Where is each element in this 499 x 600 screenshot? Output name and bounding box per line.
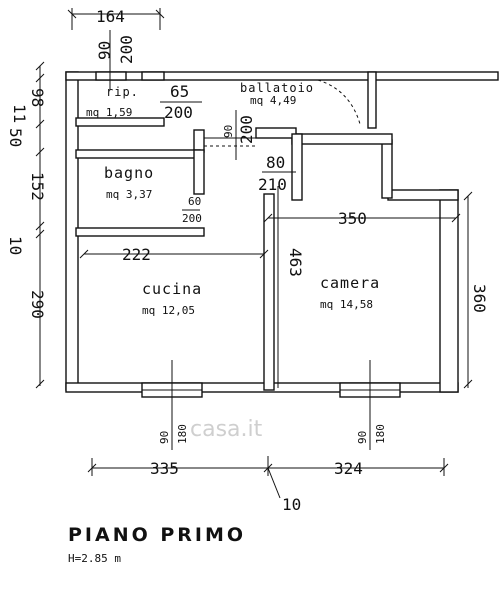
dim-ball-door-h: 200 <box>237 115 256 144</box>
wall-bagno-bottom <box>75 227 205 237</box>
dim-win1-w: 90 <box>158 431 171 444</box>
room-rip-area: mq 1,59 <box>86 106 132 119</box>
dim-top-width: 164 <box>96 7 125 26</box>
dim-rip-door-w: 90 <box>95 41 114 60</box>
room-camera-area: mq 14,58 <box>320 298 373 311</box>
dim-cucina-width: 222 <box>122 245 151 264</box>
room-camera-name: camera <box>320 274 380 292</box>
wall-bagno-top <box>75 149 201 159</box>
wall-partition <box>263 193 275 391</box>
wall-bagno-right <box>193 149 205 195</box>
dim-rip-door2-h: 200 <box>164 103 193 122</box>
dim-bottom-10: 10 <box>282 495 301 514</box>
wall-right <box>439 189 459 393</box>
dim-camera-width: 350 <box>338 209 367 228</box>
dim-left-152: 152 <box>28 172 47 201</box>
dim-ball-door-w: 90 <box>222 125 235 138</box>
floor-title: PIANO PRIMO <box>68 524 246 546</box>
wall-camera-left-top <box>291 133 303 201</box>
wall-ballatoio-pillar <box>367 71 377 129</box>
dim-bottom-335: 335 <box>150 459 179 478</box>
dim-left-290: 290 <box>28 290 47 319</box>
dim-camera-door-w: 80 <box>266 153 285 172</box>
dim-bottom-324: 324 <box>334 459 363 478</box>
dim-rip-door-h: 200 <box>117 35 136 64</box>
wall-stub-b <box>255 127 297 139</box>
room-cucina-name: cucina <box>142 280 202 298</box>
wall-stub-a <box>193 129 205 153</box>
dim-left-50: 50 <box>6 128 25 147</box>
room-ballatoio-area: mq 4,49 <box>250 94 296 107</box>
dim-left-10: 10 <box>6 236 25 255</box>
room-bagno-name: bagno <box>104 164 154 182</box>
window-rip <box>95 71 127 81</box>
door-swing-arc <box>317 79 361 125</box>
floor-height: H=2.85 m <box>68 552 121 565</box>
room-ballatoio-name: ballatoio <box>240 81 314 95</box>
walls <box>65 71 499 393</box>
wall-top <box>65 71 499 81</box>
watermark: casa.it <box>190 417 263 442</box>
room-cucina-area: mq 12,05 <box>142 304 195 317</box>
room-bagno-area: mq 3,37 <box>106 188 152 201</box>
dim-bagno-door-w: 60 <box>188 195 201 208</box>
dim-bagno-door-h: 200 <box>182 212 202 225</box>
dim-left-98: 98 <box>28 88 47 107</box>
room-rip-name: rip. <box>106 85 139 99</box>
dim-win1-h: 180 <box>176 424 189 444</box>
wall-camera-top <box>291 133 393 145</box>
dim-rip-door2-w: 65 <box>170 82 189 101</box>
dimension-lines <box>35 8 473 499</box>
wall-rip-bottom <box>75 117 165 127</box>
dim-camera-height: 463 <box>286 248 305 277</box>
dim-right-360: 360 <box>470 284 489 313</box>
dim-left-11: 11 <box>10 104 29 123</box>
dim-win2-h: 180 <box>374 424 387 444</box>
wall-camera-top-right <box>387 189 459 201</box>
wall-camera-step <box>381 139 393 199</box>
dim-win2-w: 90 <box>356 431 369 444</box>
window-rip-2 <box>141 71 165 81</box>
dim-camera-door-h: 210 <box>258 175 287 194</box>
